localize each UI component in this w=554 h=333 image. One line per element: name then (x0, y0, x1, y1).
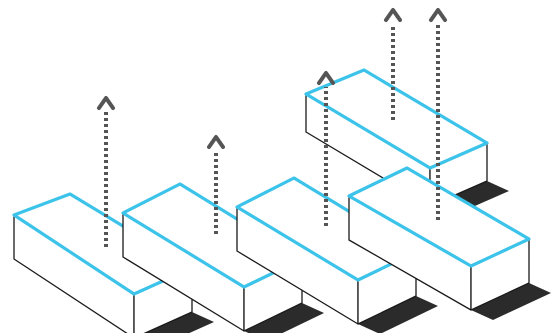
block-shadow (145, 312, 214, 333)
dotted-up-arrow-icon (317, 71, 335, 226)
arrows-layer (97, 8, 447, 247)
dotted-up-arrow-icon (97, 96, 115, 247)
block-shadow (244, 303, 324, 333)
block-top-face (304, 68, 489, 170)
dotted-up-arrow-icon (384, 8, 402, 120)
dotted-up-arrow-icon (207, 135, 225, 234)
block-shadow (358, 296, 438, 333)
arrow-head (429, 8, 447, 22)
arrow-head (207, 135, 225, 149)
arrow-head (384, 8, 402, 22)
blocks-layer (12, 68, 551, 333)
arrow-head (97, 96, 115, 110)
arrow-head (317, 71, 335, 85)
block-shadow (471, 283, 551, 320)
dotted-up-arrow-icon (429, 8, 447, 220)
